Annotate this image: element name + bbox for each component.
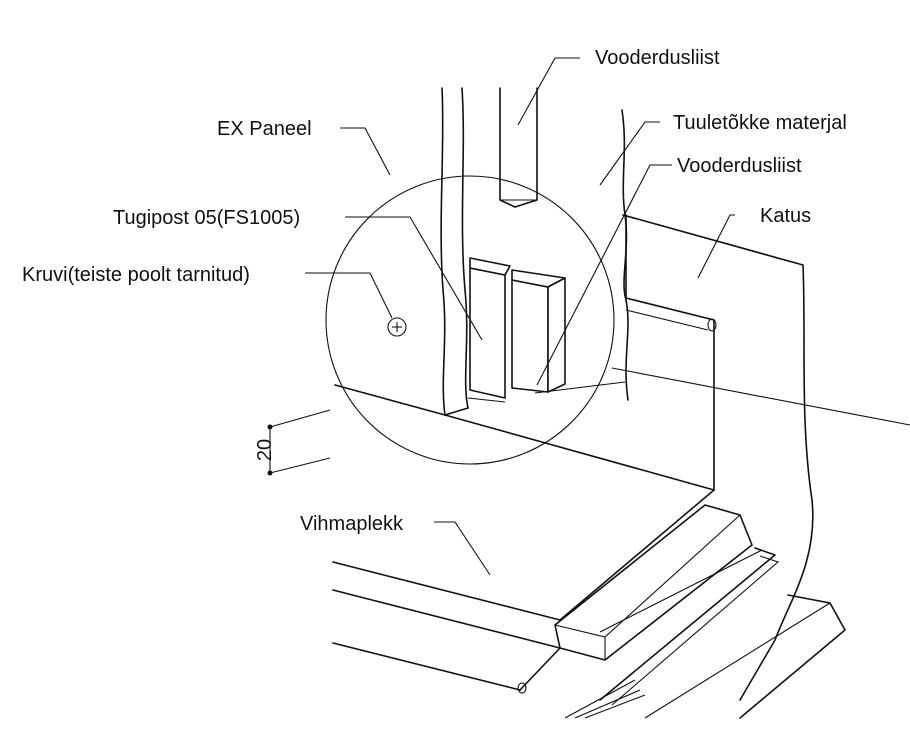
inner-flashing-edge (625, 297, 715, 491)
lower-board-3-inner (644, 602, 831, 719)
lower-board-3 (739, 594, 846, 719)
screw-icon (387, 317, 407, 337)
ex-panel-right-wave (621, 109, 629, 401)
tugipost-block (469, 267, 506, 399)
lower-strip-3 (584, 694, 646, 719)
lower-strip-2 (574, 689, 641, 719)
label-tugipost: Tugipost 05(FS1005) (113, 207, 300, 229)
ex-panel-right-wave-inner (461, 87, 469, 409)
label-tuuletokke: Tuuletõkke materjal (673, 112, 847, 134)
flashing-line (625, 309, 709, 331)
lower-board-1-ridge (604, 514, 741, 638)
vihmaplekk-fold (517, 682, 527, 694)
leader-tuuletokke (599, 121, 660, 186)
vihmaplekk-slope (559, 489, 715, 621)
vihmaplekk-top-edge (332, 561, 561, 621)
detail-magnifier-circle (325, 175, 615, 465)
flashing-fold (707, 318, 717, 332)
roof-panel-edge (622, 214, 814, 701)
sill-top-edge (334, 384, 715, 491)
label-katus: Katus (760, 205, 811, 227)
leader-katus (697, 214, 735, 279)
label-vooderdusliist-top: Vooderdusliist (595, 47, 720, 69)
vihmaplekk-mid-edge (332, 589, 561, 649)
leader-ex-paneel (340, 127, 391, 176)
base-line-1 (467, 397, 506, 403)
label-vooderdusliist-mid: Vooderdusliist (677, 155, 802, 177)
batten-top (499, 87, 538, 208)
lower-board-1-edge (554, 624, 606, 638)
tugipost-top (469, 257, 511, 276)
lower-strip-1 (564, 679, 636, 719)
label-ex-paneel: EX Paneel (217, 118, 312, 140)
leader-kruvi (305, 272, 393, 319)
leader-vihmaplekk (434, 521, 491, 576)
magnifier-leader-line (611, 367, 910, 426)
leader-tugipost (345, 216, 483, 341)
label-vihmaplekk: Vihmaplekk (300, 513, 404, 535)
leader-vooderdusliist-mid (536, 164, 672, 386)
vooderdusliist-block-side (547, 277, 566, 393)
ex-panel-bottom (444, 407, 469, 416)
dimension-20 (267, 409, 331, 476)
base-line-2 (534, 381, 626, 394)
lower-board-diag (599, 549, 763, 633)
lower-board-2 (599, 547, 776, 701)
lower-board-1 (554, 504, 753, 661)
leader-vooderdusliist-top (517, 57, 580, 126)
vihmaplekk-bottom-edge (332, 642, 521, 691)
label-kruvi: Kruvi(teiste poolt tarnitud) (22, 264, 250, 286)
vihmaplekk-front (519, 647, 561, 691)
ex-panel-left-wave (440, 87, 446, 416)
lower-board-2b (611, 555, 780, 706)
dimension-value: 20 (254, 439, 276, 461)
